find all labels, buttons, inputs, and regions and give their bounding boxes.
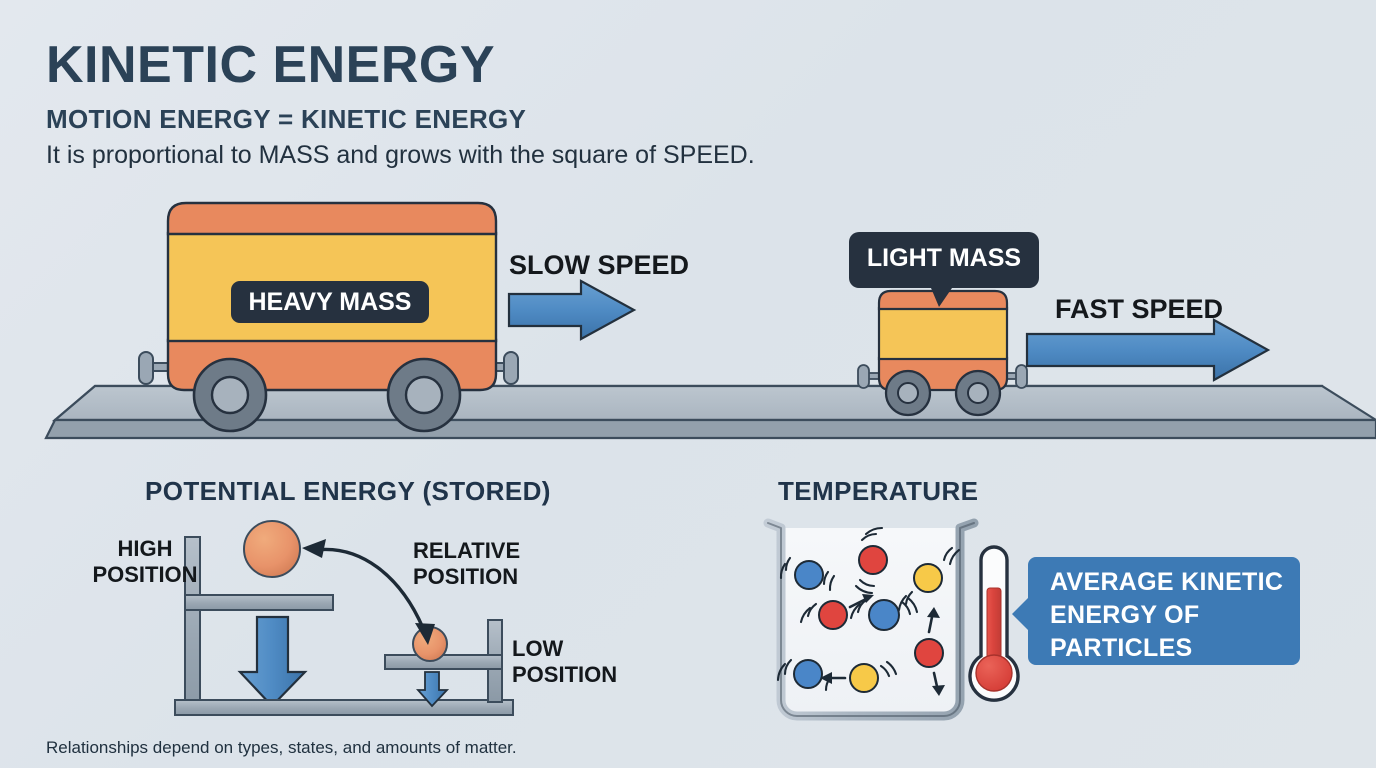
thermometer-icon: [968, 545, 1020, 702]
potential-energy-diagram: [174, 520, 514, 716]
relative-position-label-line2: POSITION: [413, 564, 518, 589]
particle-red: [858, 545, 888, 575]
callout-line1: AVERAGE KINETIC: [1050, 568, 1283, 596]
thermometer-bulb: [975, 654, 1013, 692]
heavy-cart[interactable]: HEAVY MASS: [138, 201, 519, 433]
particles-group: [793, 545, 944, 693]
particle-red: [818, 600, 848, 630]
heavy-cart-buffer-left: [138, 351, 173, 385]
potential-base: [174, 699, 514, 716]
callout-line3: PARTICLES: [1050, 634, 1193, 662]
low-position-label-line2: POSITION: [512, 662, 617, 687]
particle-blue: [868, 599, 900, 631]
fast-speed-arrow-icon: [1025, 318, 1271, 382]
heavy-cart-wheel-rear: [192, 357, 268, 433]
footer-note: Relationships depend on types, states, a…: [46, 738, 517, 757]
low-shelf: [384, 654, 503, 670]
light-mass-badge-label: LIGHT MASS: [867, 244, 1021, 272]
particle-yellow: [849, 663, 879, 693]
slow-speed-label: SLOW SPEED: [509, 250, 689, 280]
temperature-diagram: AVERAGE KINETIC ENERGY OF PARTICLES: [763, 518, 1300, 721]
light-cart[interactable]: [857, 289, 1028, 417]
description: It is proportional to MASS and grows wit…: [46, 141, 755, 169]
fast-speed-label: FAST SPEED: [1055, 294, 1223, 324]
slow-speed-arrow-icon: [507, 279, 637, 341]
high-shelf: [184, 594, 334, 611]
potential-energy-heading: POTENTIAL ENERGY (STORED): [145, 476, 551, 506]
low-position-label-line1: LOW: [512, 636, 564, 661]
relative-arrowhead-left-icon: [302, 539, 326, 558]
light-cart-wheel-front: [954, 369, 1002, 417]
high-position-label-line2: POSITION: [92, 562, 197, 587]
average-kinetic-energy-callout: AVERAGE KINETIC ENERGY OF PARTICLES: [1012, 557, 1300, 665]
low-drop-arrow-icon: [416, 671, 450, 708]
particle-motion-arcs: [776, 526, 961, 692]
callout-shape: [1012, 557, 1300, 665]
light-mass-badge: LIGHT MASS: [849, 232, 1039, 307]
ball-high-position: [243, 520, 301, 578]
relative-arrowhead-right-icon: [415, 623, 435, 645]
heavy-cart-wheel-front: [386, 357, 462, 433]
light-cart-body: [877, 306, 1009, 361]
particle-blue: [793, 659, 823, 689]
heavy-cart-upper-band: [166, 201, 498, 236]
beaker-glass-outline: [767, 522, 975, 717]
relative-position-curve: [314, 547, 425, 630]
particle-yellow: [913, 563, 943, 593]
light-cart-wheel-rear: [884, 369, 932, 417]
subtitle: MOTION ENERGY = KINETIC ENERGY: [46, 104, 526, 134]
relative-position-label-line1: RELATIVE: [413, 538, 520, 563]
high-drop-arrow-icon: [237, 615, 308, 708]
particle-red: [914, 638, 944, 668]
ground-platform: [44, 384, 1376, 440]
light-cart-buffer-left: [857, 364, 883, 389]
callout-line2: ENERGY OF: [1050, 601, 1200, 629]
high-position-label-line1: HIGH: [118, 536, 173, 561]
ground-front-face: [44, 418, 1376, 440]
temperature-heading: TEMPERATURE: [778, 476, 978, 506]
particle-direction-arrows: [820, 594, 945, 696]
particle-blue: [794, 560, 824, 590]
heavy-mass-badge: [231, 281, 429, 323]
page-title: KINETIC ENERGY: [46, 36, 495, 94]
heavy-mass-badge-label: HEAVY MASS: [248, 288, 411, 316]
